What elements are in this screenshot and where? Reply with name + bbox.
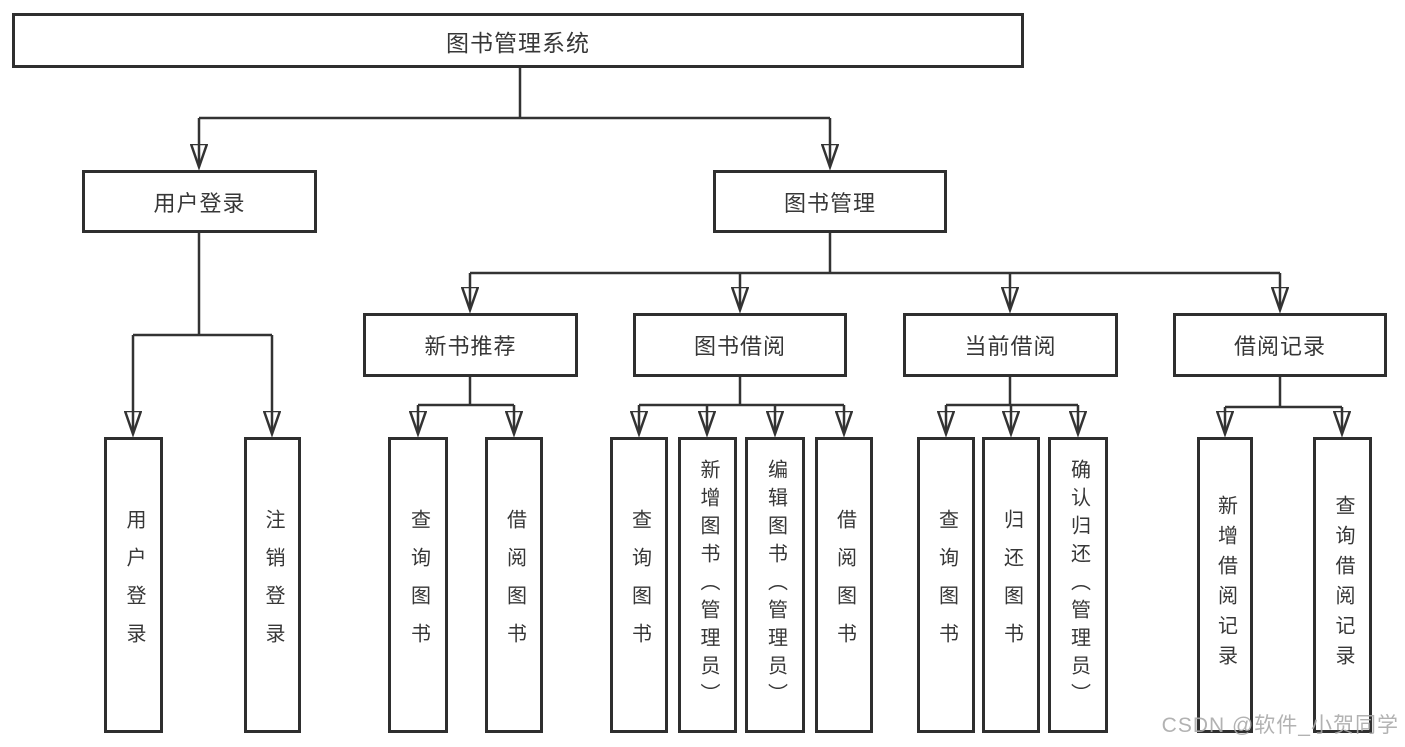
leaf-query-borrow-record: 查询借阅记录 <box>1313 437 1372 733</box>
node-book-borrow-label: 图书借阅 <box>693 334 786 359</box>
edges-current-borrow <box>946 377 1078 434</box>
leaf-borrow-books-b-label: 借阅图书 <box>833 509 856 661</box>
node-user-login: 用户登录 <box>82 170 317 233</box>
node-book-management: 图书管理 <box>713 170 947 233</box>
node-book-management-label: 图书管理 <box>783 190 876 216</box>
node-current-borrow: 当前借阅 <box>903 313 1118 377</box>
csdn-watermark: CSDN @软件_小贺同学 <box>1161 714 1399 737</box>
edges-user-login <box>133 233 272 434</box>
node-new-book-recommend-label: 新书推荐 <box>424 334 517 359</box>
node-user-login-label: 用户登录 <box>153 190 246 216</box>
leaf-query-books-c: 查询图书 <box>917 437 975 733</box>
leaf-query-books-a-label: 查询图书 <box>407 509 430 661</box>
leaf-user-login-label: 用户登录 <box>123 509 145 661</box>
leaf-borrow-books-a: 借阅图书 <box>485 437 543 733</box>
leaf-user-login: 用户登录 <box>104 437 163 733</box>
leaf-logout-label: 注销登录 <box>262 509 284 661</box>
edges-book-borrow <box>639 377 844 434</box>
edges-book-mgmt-to-level3 <box>470 233 1280 310</box>
leaf-query-books-b-label: 查询图书 <box>628 509 651 661</box>
edges-root-to-level2 <box>199 68 830 167</box>
leaf-return-books: 归还图书 <box>982 437 1040 733</box>
leaf-edit-books-admin-label: 编辑图书（管理员） <box>764 459 787 711</box>
node-library-management-system: 图书管理系统 <box>12 13 1024 68</box>
leaf-add-books-admin: 新增图书（管理员） <box>678 437 737 733</box>
node-book-borrow: 图书借阅 <box>633 313 847 377</box>
leaf-add-borrow-record-label: 新增借阅记录 <box>1214 495 1237 675</box>
leaf-add-borrow-record: 新增借阅记录 <box>1197 437 1253 733</box>
leaf-borrow-books-b: 借阅图书 <box>815 437 873 733</box>
node-library-management-system-label: 图书管理系统 <box>446 29 590 56</box>
leaf-return-books-label: 归还图书 <box>1000 509 1023 661</box>
leaf-confirm-return-admin-label: 确认归还（管理员） <box>1067 459 1090 711</box>
leaf-logout: 注销登录 <box>244 437 301 733</box>
node-new-book-recommend: 新书推荐 <box>363 313 578 377</box>
node-borrow-records: 借阅记录 <box>1173 313 1387 377</box>
leaf-query-books-b: 查询图书 <box>610 437 668 733</box>
leaf-confirm-return-admin: 确认归还（管理员） <box>1048 437 1108 733</box>
leaf-query-borrow-record-label: 查询借阅记录 <box>1332 495 1354 675</box>
leaf-edit-books-admin: 编辑图书（管理员） <box>745 437 805 733</box>
leaf-add-books-admin-label: 新增图书（管理员） <box>697 459 719 711</box>
leaf-query-books-a: 查询图书 <box>388 437 448 733</box>
edges-new-books <box>418 377 514 434</box>
leaf-borrow-books-a-label: 借阅图书 <box>503 509 526 661</box>
node-borrow-records-label: 借阅记录 <box>1233 334 1326 359</box>
node-current-borrow-label: 当前借阅 <box>964 334 1057 359</box>
leaf-query-books-c-label: 查询图书 <box>935 509 958 661</box>
edges-borrow-records <box>1225 377 1342 434</box>
